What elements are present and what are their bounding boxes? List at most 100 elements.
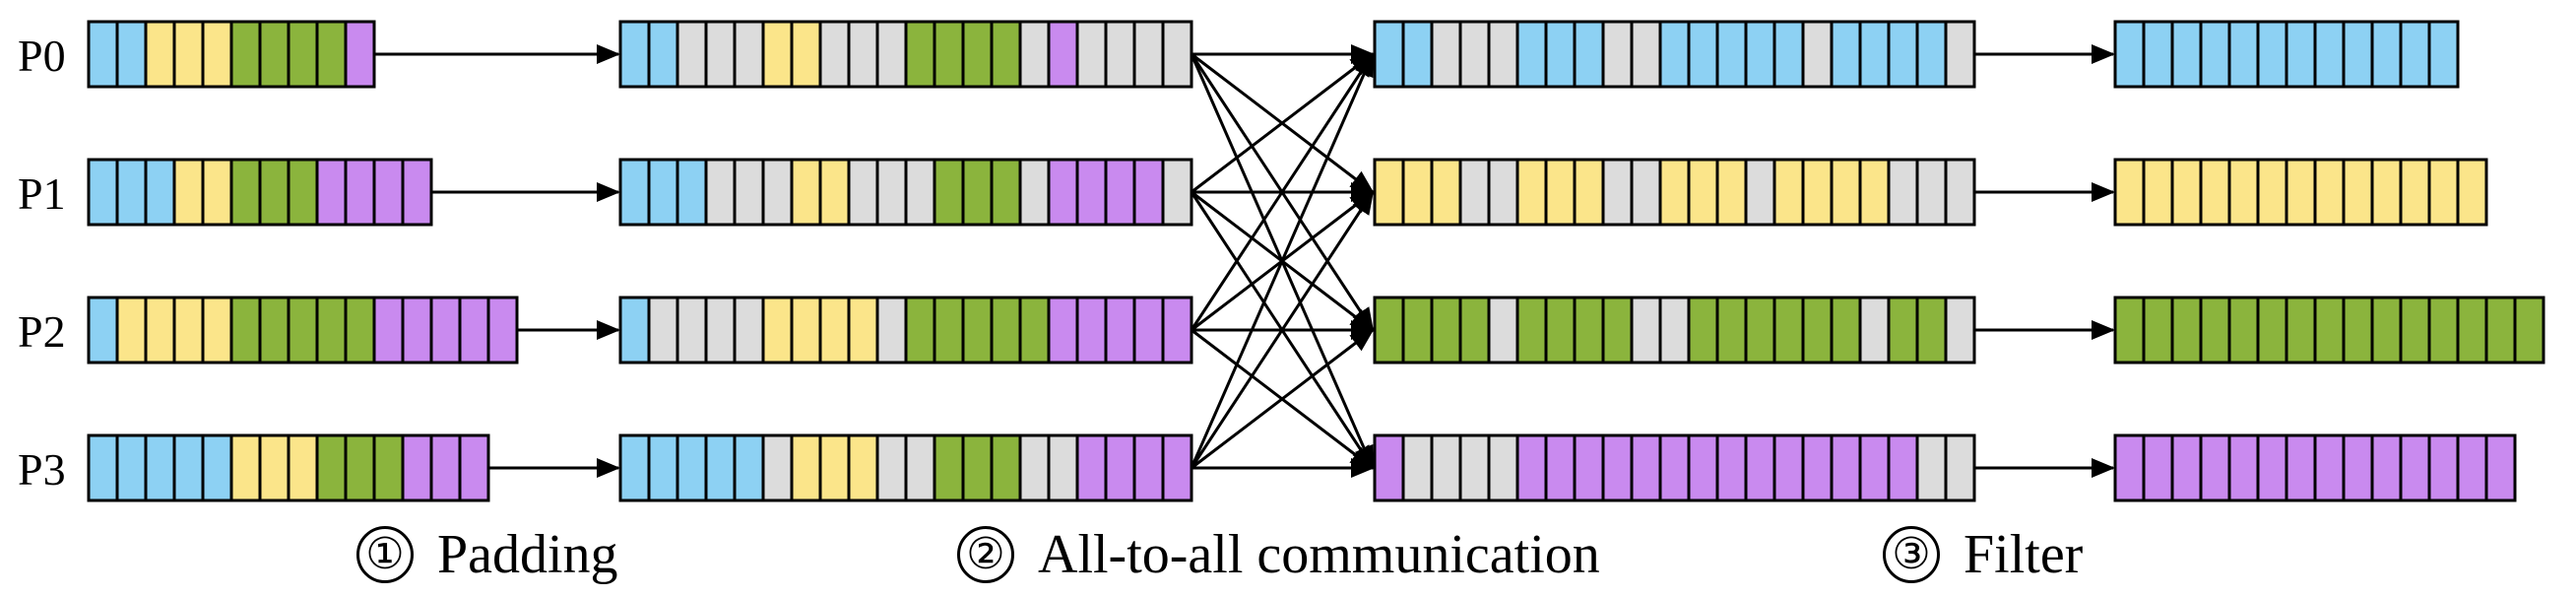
array-cell	[1047, 158, 1079, 227]
array-cell	[1830, 433, 1862, 502]
array-cell	[676, 158, 708, 227]
array-cell	[1132, 296, 1165, 365]
array-cell	[2456, 158, 2488, 227]
array-cell	[733, 433, 765, 502]
array-cell	[904, 296, 936, 365]
array-cell	[790, 158, 822, 227]
array-cell	[647, 433, 679, 502]
array-cell	[1132, 433, 1165, 502]
array-cell	[458, 433, 490, 502]
array-cell	[1573, 296, 1605, 365]
input-array-p0	[87, 20, 376, 89]
array-cell	[1544, 296, 1577, 365]
array-cell	[172, 158, 205, 227]
array-cell	[733, 296, 765, 365]
array-cell	[1630, 158, 1662, 227]
array-cell	[229, 20, 262, 89]
array-cell	[429, 433, 462, 502]
array-cell	[676, 20, 708, 89]
array-cell	[401, 433, 433, 502]
all-to-all-arrow-p3-p0	[1190, 52, 1375, 469]
arrays-layer	[87, 20, 2545, 502]
array-cell	[1104, 296, 1136, 365]
step-2-label: All-to-all communication	[1038, 524, 1600, 585]
array-cell	[1018, 158, 1051, 227]
array-cell	[372, 296, 405, 365]
array-cell	[618, 20, 651, 89]
array-cell	[2456, 296, 2488, 365]
array-cell	[1772, 158, 1805, 227]
step-3-number: ③	[1883, 526, 1940, 583]
array-cell	[1487, 433, 1519, 502]
array-cell	[315, 20, 348, 89]
array-cell	[1161, 158, 1193, 227]
array-cell	[1658, 433, 1691, 502]
array-cell	[618, 433, 651, 502]
array-cell	[315, 296, 348, 365]
step-1-label: Padding	[437, 524, 618, 585]
array-cell	[733, 20, 765, 89]
array-cell	[676, 296, 708, 365]
array-cell	[2227, 433, 2260, 502]
array-cell	[704, 433, 737, 502]
array-cell	[1104, 158, 1136, 227]
array-cell	[401, 158, 433, 227]
array-cell	[1658, 158, 1691, 227]
array-cell	[1658, 296, 1691, 365]
array-cell	[486, 296, 519, 365]
array-cell	[401, 296, 433, 365]
array-cell	[961, 433, 994, 502]
array-cell	[1858, 20, 1891, 89]
array-cell	[458, 296, 490, 365]
padded-array-p3	[618, 433, 1193, 502]
array-cell	[1801, 20, 1834, 89]
array-cell	[790, 433, 822, 502]
array-cell	[2256, 20, 2288, 89]
array-cell	[1915, 158, 1948, 227]
array-cell	[1687, 158, 1719, 227]
array-cell	[172, 20, 205, 89]
array-cell	[144, 433, 176, 502]
array-cell	[1630, 433, 1662, 502]
array-cell	[1858, 433, 1891, 502]
array-cell	[344, 433, 376, 502]
array-cell	[2199, 20, 2231, 89]
array-cell	[87, 296, 119, 365]
array-cell	[933, 296, 965, 365]
array-cell	[1601, 296, 1634, 365]
received-array-p3	[1373, 433, 1976, 502]
array-cell	[344, 20, 376, 89]
array-cell	[1018, 20, 1051, 89]
process-label-p0: P0	[18, 31, 66, 81]
array-cell	[904, 158, 936, 227]
array-cell	[144, 158, 176, 227]
array-cell	[1018, 433, 1051, 502]
array-cell	[2199, 433, 2231, 502]
padded-array-p1	[618, 158, 1193, 227]
array-cell	[1801, 158, 1834, 227]
array-cell	[1132, 158, 1165, 227]
array-cell	[1830, 296, 1862, 365]
array-cell	[2227, 20, 2260, 89]
array-cell	[2170, 296, 2203, 365]
array-cell	[847, 158, 879, 227]
input-array-p3	[87, 433, 490, 502]
array-cell	[2199, 158, 2231, 227]
array-cell	[1715, 158, 1748, 227]
array-cell	[2113, 433, 2146, 502]
array-cell	[1915, 296, 1948, 365]
array-cell	[2342, 20, 2374, 89]
array-cell	[847, 433, 879, 502]
array-cell	[1458, 296, 1491, 365]
array-cell	[2427, 296, 2460, 365]
array-cell	[2399, 296, 2431, 365]
array-cell	[1687, 433, 1719, 502]
array-cell	[229, 433, 262, 502]
array-cell	[1944, 20, 1976, 89]
array-cell	[2285, 433, 2317, 502]
array-cell	[647, 158, 679, 227]
array-cell	[1887, 158, 1919, 227]
array-cell	[2199, 296, 2231, 365]
array-cell	[1630, 296, 1662, 365]
array-cell	[2285, 20, 2317, 89]
